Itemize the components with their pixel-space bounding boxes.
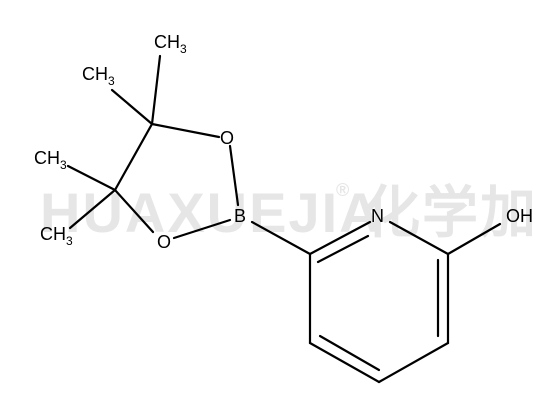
bond-c1-c2 xyxy=(113,122,154,192)
bond-c1-ch3-top xyxy=(150,54,162,126)
bond-c2-o-lower xyxy=(113,188,155,234)
label-ch3-mid-left: CH3 xyxy=(34,148,67,172)
bond-c6-n xyxy=(308,220,372,256)
label-b: B xyxy=(234,206,246,226)
watermark-chinese: 化学加 xyxy=(364,181,538,244)
bond-c3-c4 xyxy=(377,341,450,384)
bond-n-c2 xyxy=(388,220,450,256)
watermark-latin: HUAXUEJIA xyxy=(40,181,382,244)
label-ch3-upper-left: CH3 xyxy=(82,64,115,88)
bond-b-c6 xyxy=(250,220,312,256)
bond-c2-oh xyxy=(446,222,502,256)
bond-c6-n-inner xyxy=(316,234,370,264)
bond-c1-ch3-upper-left xyxy=(110,88,154,126)
bond-o-lower-b xyxy=(172,218,232,240)
bond-c4-c5-inner xyxy=(318,334,381,372)
label-o-upper: O xyxy=(220,128,234,148)
bond-c2-ch3-lower-left xyxy=(68,188,117,230)
label-ch3-lower-left: CH3 xyxy=(40,224,73,248)
label-n: N xyxy=(371,206,384,226)
label-ch3-top: CH3 xyxy=(154,32,187,56)
label-oh: OH xyxy=(506,206,533,226)
label-o-lower: O xyxy=(157,232,171,252)
watermark-registered: ® xyxy=(336,180,351,200)
bond-o-upper-b xyxy=(228,144,240,207)
bond-c2-ch3-mid-left xyxy=(66,164,117,192)
bond-c4-c5 xyxy=(308,341,381,384)
bond-c1-o-upper xyxy=(150,122,221,139)
